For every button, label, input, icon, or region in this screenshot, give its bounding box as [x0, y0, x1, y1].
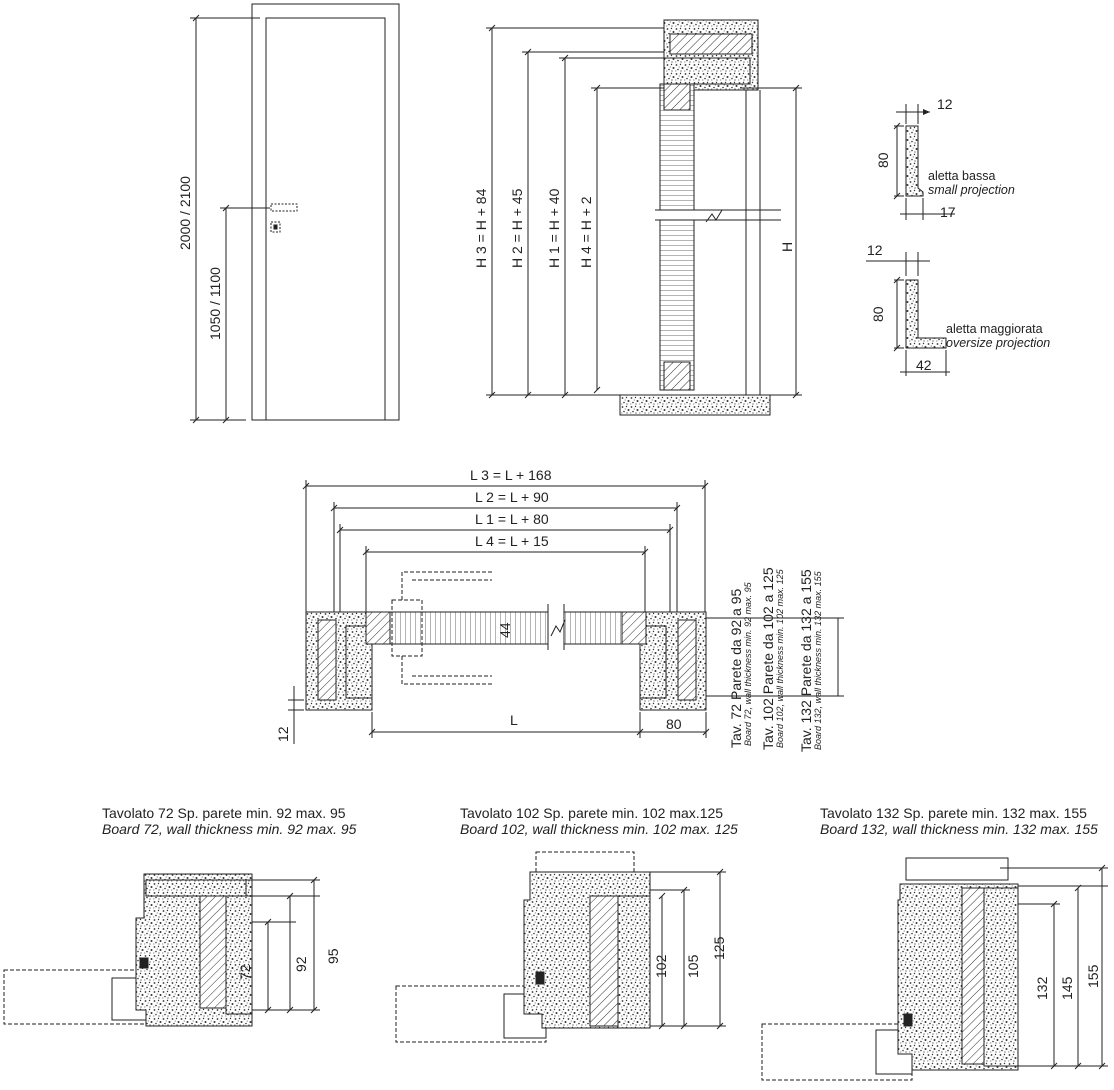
h1-label: H 1 = H + 40 — [546, 188, 562, 268]
detail-72-title-it: Tavolato 72 Sp. parete min. 92 max. 95 — [102, 805, 346, 821]
gap-label: 12 — [275, 726, 291, 742]
detail-132-dim-b: 145 — [1059, 976, 1075, 1000]
oversize-profile-width: 12 — [867, 242, 883, 258]
detail-board-102 — [395, 851, 726, 1043]
detail-132-title-en: Board 132, wall thickness min. 132 max. … — [820, 821, 1098, 837]
plan-section — [288, 480, 844, 744]
detail-102-dim-c: 125 — [711, 936, 727, 960]
detail-board-132 — [761, 857, 1108, 1081]
detail-132-dim-a: 132 — [1034, 976, 1050, 1000]
board-132-en: Board 132, wall thickness min. 132 max. … — [813, 571, 823, 750]
profile-oversize-projection — [866, 252, 950, 376]
vertical-section — [486, 19, 802, 416]
oversize-profile-name-it: aletta maggiorata — [946, 322, 1043, 336]
h3-label: H 3 = H + 84 — [473, 188, 489, 268]
l4-label: L 4 = L + 15 — [475, 533, 549, 549]
handle-height-label: 1050 / 1100 — [207, 267, 223, 340]
detail-72-dim-a: 72 — [237, 964, 253, 980]
board-72-it: Tav. 72 Parete da 92 a 95 — [728, 588, 744, 748]
detail-132-title-it: Tavolato 132 Sp. parete min. 132 max. 15… — [820, 805, 1087, 821]
leaf-thickness-label: 44 — [497, 622, 513, 638]
detail-72-title-en: Board 72, wall thickness min. 92 max. 95 — [102, 821, 357, 837]
door-height-label: 2000 / 2100 — [177, 176, 193, 250]
small-profile-height: 80 — [875, 152, 891, 168]
detail-board-72 — [3, 873, 320, 1027]
detail-102-dim-a: 102 — [653, 954, 669, 978]
board-102-en: Board 102, wall thickness min. 102 max. … — [775, 569, 785, 748]
board-132-it: Tav. 132 Parete da 132 a 155 — [798, 569, 814, 752]
detail-72-dim-b: 92 — [293, 956, 309, 972]
door-elevation — [190, 3, 400, 424]
small-profile-width: 12 — [937, 96, 953, 112]
detail-102-title-en: Board 102, wall thickness min. 102 max. … — [460, 821, 738, 837]
l-label: L — [510, 712, 518, 728]
detail-132-dim-c: 155 — [1085, 964, 1101, 988]
l3-label: L 3 = L + 168 — [470, 467, 552, 483]
oversize-profile-height: 80 — [870, 306, 886, 322]
detail-102-dim-b: 105 — [685, 954, 701, 978]
h4-label: H 4 = H + 2 — [578, 196, 594, 268]
l1-label: L 1 = L + 80 — [475, 511, 549, 527]
profile-small-projection — [893, 104, 955, 220]
small-profile-depth: 17 — [940, 204, 956, 220]
h-label: H — [779, 241, 795, 252]
detail-102-title-it: Tavolato 102 Sp. parete min. 102 max.125 — [460, 805, 724, 821]
small-profile-name-it: aletta bassa — [928, 169, 996, 183]
board-102-it: Tav. 102 Parete da 102 a 125 — [760, 567, 776, 750]
h2-label: H 2 = H + 45 — [509, 188, 525, 268]
oversize-profile-depth: 42 — [916, 357, 932, 373]
detail-72-dim-c: 95 — [325, 948, 341, 964]
l2-label: L 2 = L + 90 — [475, 489, 549, 505]
oversize-profile-name-en: oversize projection — [946, 336, 1051, 350]
board-72-en: Board 72, wall thickness min. 92 max. 95 — [743, 582, 753, 746]
jamb-width-label: 80 — [666, 716, 682, 732]
small-profile-name-en: small projection — [928, 183, 1015, 197]
